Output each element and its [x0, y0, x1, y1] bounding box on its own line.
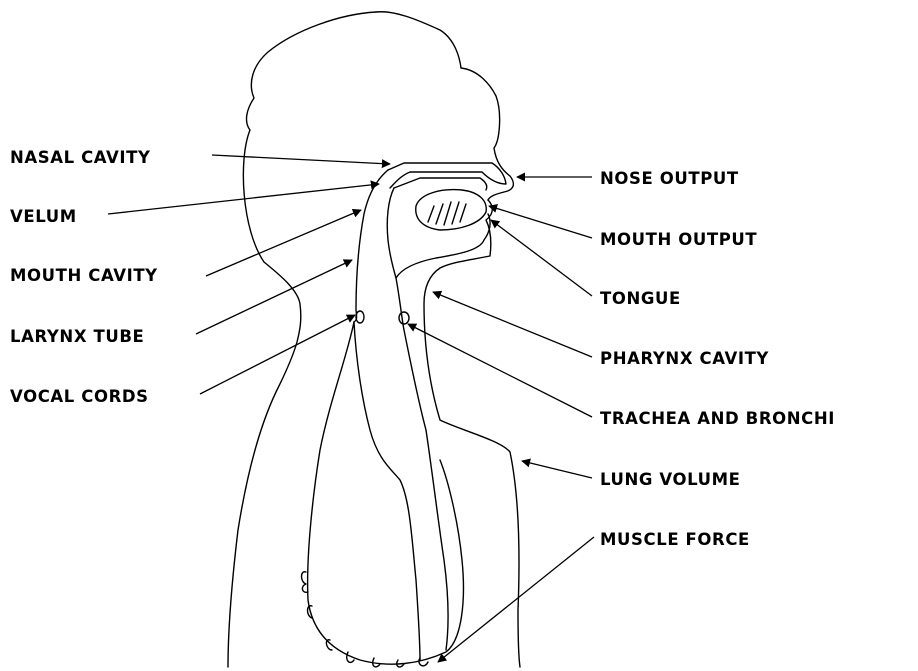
- pharynx-back-wall: [354, 170, 388, 322]
- vocal-cord-right: [399, 312, 409, 324]
- label-larynx-tube: LARYNX TUBE: [10, 327, 144, 346]
- pharynx-front-wall: [387, 188, 490, 278]
- label-mouth-cavity: MOUTH CAVITY: [10, 266, 158, 285]
- trachea-left-wall: [354, 322, 420, 660]
- label-muscle-force: MUSCLE FORCE: [600, 530, 750, 549]
- lung-outline: [308, 322, 464, 664]
- face-front-outline: [424, 200, 520, 667]
- leader-nasal-cavity: [212, 155, 390, 164]
- label-vocal-cords: VOCAL CORDS: [10, 387, 149, 406]
- mouth-cavity-oval: [416, 190, 487, 230]
- label-velum: VELUM: [10, 207, 77, 226]
- lung: [302, 322, 464, 667]
- nasal-cavity-shape: [388, 163, 506, 188]
- nasal-floor: [394, 178, 487, 190]
- left-labels: NASAL CAVITY VELUM MOUTH CAVITY LARYNX T…: [10, 148, 390, 406]
- trachea-right-wall: [396, 278, 448, 650]
- head-back-outline: [228, 12, 376, 667]
- leader-lung-volume: [522, 461, 592, 478]
- tongue-hatching: [428, 202, 466, 225]
- leader-vocal-cords: [200, 315, 355, 394]
- label-mouth-output: MOUTH OUTPUT: [600, 230, 757, 249]
- label-tongue: TONGUE: [600, 289, 681, 308]
- muscle-squiggles: [302, 572, 429, 667]
- label-lung-volume: LUNG VOLUME: [600, 470, 741, 489]
- label-nasal-cavity: NASAL CAVITY: [10, 148, 151, 167]
- vocal-tract: [354, 163, 506, 660]
- body-outline: [228, 12, 520, 667]
- label-nose-output: NOSE OUTPUT: [600, 169, 739, 188]
- leader-pharynx-cavity: [433, 292, 592, 357]
- right-labels: NOSE OUTPUT MOUTH OUTPUT TONGUE PHARYNX …: [408, 169, 835, 662]
- label-pharynx-cavity: PHARYNX CAVITY: [600, 349, 769, 368]
- label-trachea-and-bronchi: TRACHEA AND BRONCHI: [600, 409, 835, 428]
- leader-tongue: [491, 220, 592, 296]
- leader-mouth-output: [489, 206, 592, 238]
